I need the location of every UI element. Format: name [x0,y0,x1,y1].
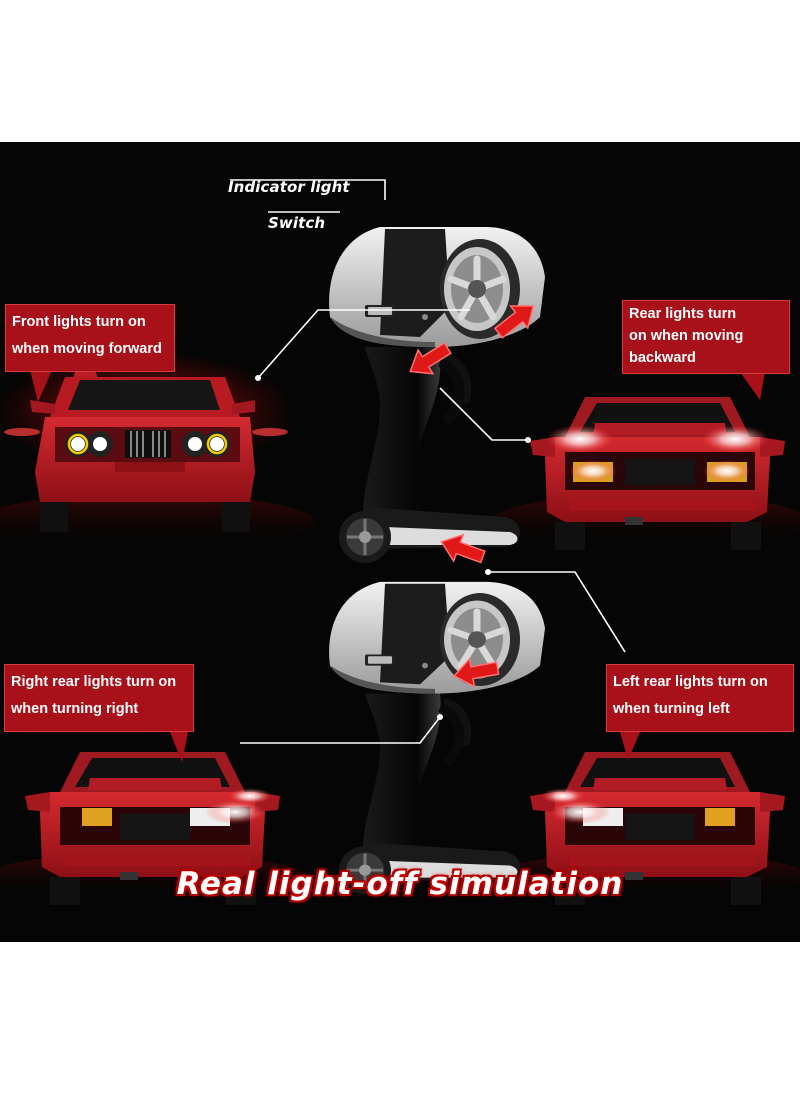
front-lights-line-2: when moving forward [12,341,162,357]
left-rear-line-2: when turning left [613,701,730,717]
left-turn-car-icon [530,752,785,905]
right-rear-line-2: when turning right [11,701,139,717]
bottom-caption: Real light-off simulation [176,866,624,902]
indicator-light-label: Indicator light [228,178,350,196]
front-lights-line-1: Front lights turn on [12,314,146,330]
right-rear-line-1: Right rear lights turn on [11,674,177,690]
front-car-icon [0,352,295,532]
left-rear-callout: Left rear lights turn on when turning le… [606,664,794,732]
right-rear-callout: Right rear lights turn on when turning r… [4,664,194,732]
rear-lights-line-1: Rear lights turn [629,306,737,322]
rear-lights-line-3: backward [629,350,696,366]
illustration-art [0,179,800,905]
right-turn-car-icon [25,752,280,905]
front-lights-callout: Front lights turn on when moving forward [5,304,175,372]
remote-controller-icon-2 [329,582,545,894]
left-rear-line-1: Left rear lights turn on [613,674,768,690]
switch-label: Switch [268,214,326,232]
product-illustration: Indicator light Switch Front lights turn… [0,142,800,942]
rear-lights-line-2: on when moving [629,328,744,344]
rear-car-icon [530,397,785,550]
rear-lights-callout: Rear lights turn on when moving backward [622,300,790,374]
